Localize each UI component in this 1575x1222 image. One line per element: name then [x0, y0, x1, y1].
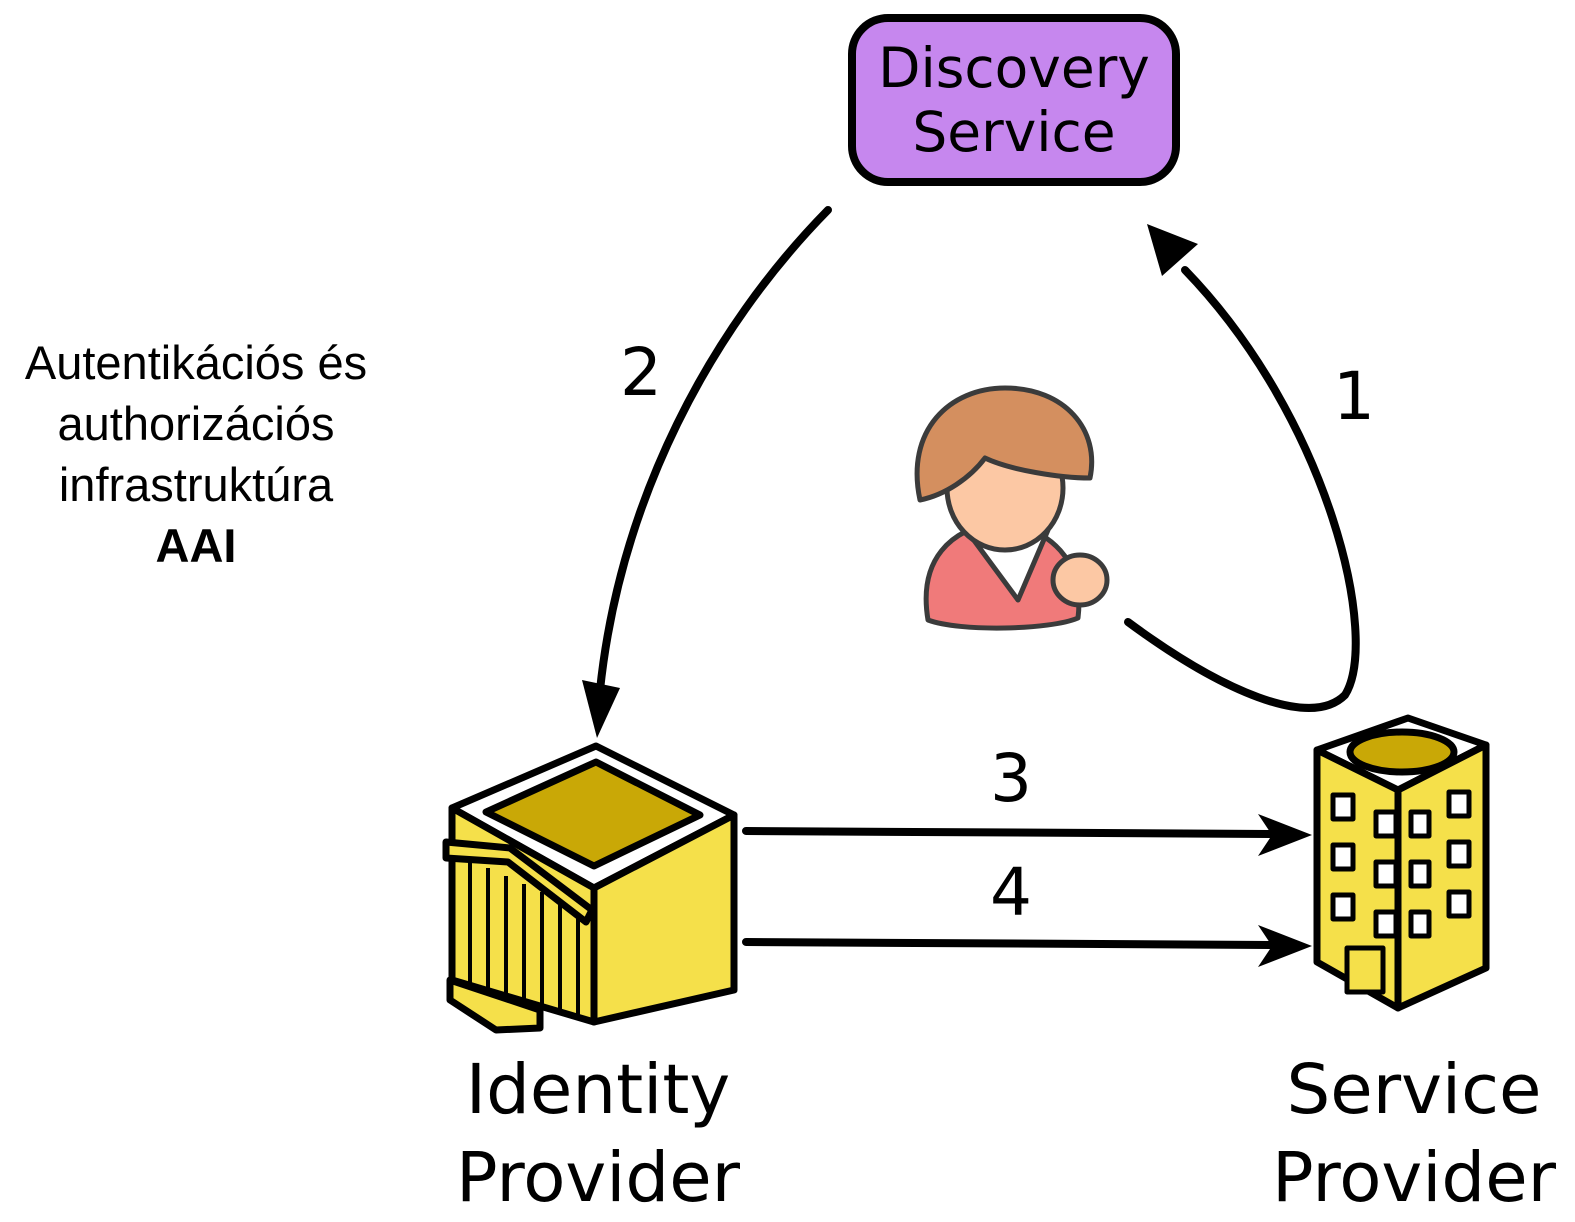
service-provider-label-line-1: Service: [1286, 1050, 1542, 1130]
arrow-step-1: [1124, 266, 1360, 712]
arrowhead-step-3: [1258, 814, 1312, 856]
step-3-label: 3: [990, 740, 1032, 817]
identity-provider-label-line-1: Identity: [465, 1050, 731, 1130]
service-provider-label-line-2: Provider: [1271, 1138, 1557, 1218]
aai-title-line-1: Autentikációs és: [24, 336, 368, 389]
service-provider-icon: [1313, 714, 1490, 1012]
arrowhead-step-4: [1258, 925, 1312, 967]
aai-title: Autentikációs és authorizációs infrastru…: [0, 332, 392, 576]
identity-provider-label: Identity Provider: [418, 1046, 778, 1222]
identity-provider-icon: [442, 742, 738, 1034]
arrowhead-step-1: [1147, 224, 1198, 276]
arrowhead-step-2: [582, 680, 620, 738]
discovery-service-box: Discovery Service: [848, 14, 1180, 186]
step-2-label: 2: [620, 334, 662, 411]
aai-acronym: AAI: [155, 519, 237, 572]
step-4-label: 4: [990, 854, 1032, 931]
aai-title-line-3: infrastruktúra: [58, 458, 334, 511]
arrow-step-4: [742, 938, 1274, 949]
discovery-service-label-line-2: Service: [912, 100, 1116, 164]
user-icon: [914, 385, 1110, 631]
step-1-label: 1: [1333, 358, 1375, 435]
service-provider-label: Service Provider: [1255, 1046, 1573, 1222]
arrow-step-2: [596, 206, 832, 694]
arrow-step-3: [742, 827, 1274, 838]
identity-provider-label-line-2: Provider: [455, 1138, 741, 1218]
discovery-service-label-line-1: Discovery: [878, 36, 1150, 100]
aai-title-line-2: authorizációs: [57, 397, 335, 450]
